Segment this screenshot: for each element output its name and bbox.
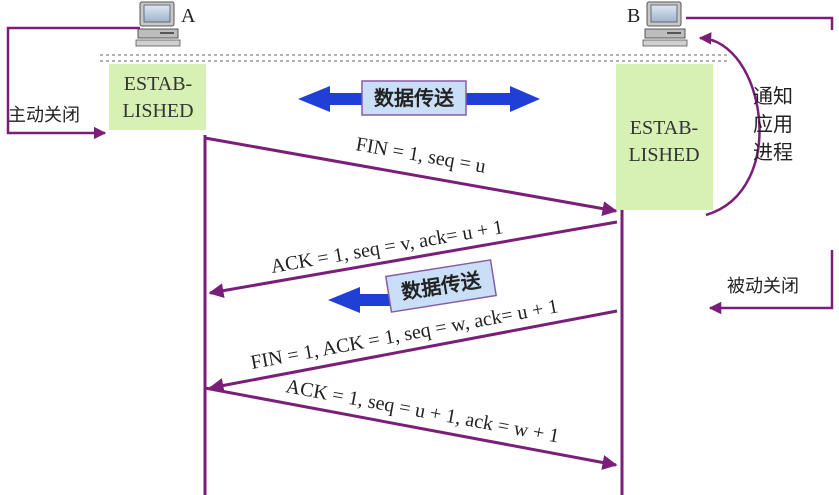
notify-label-line3: 进程 xyxy=(753,141,793,164)
state-b-line2: LISHED xyxy=(628,144,699,166)
data-transfer-top-box xyxy=(361,80,467,116)
notify-label-line2: 应用 xyxy=(753,113,793,136)
segment-ack1-arrow xyxy=(208,220,618,299)
state-a-line1: ESTAB- xyxy=(124,73,192,95)
passive-close-connector xyxy=(708,250,834,315)
notify-label-line1: 通知 xyxy=(753,85,793,108)
notify-application-connector xyxy=(698,32,761,217)
data-transfer-left-arrow xyxy=(328,287,400,313)
state-a-line2: LISHED xyxy=(122,100,193,122)
segment-fin1-label: FIN = 1, seq = u xyxy=(354,133,487,177)
state-box-b xyxy=(616,64,713,210)
computer-icon-b xyxy=(642,1,688,47)
data-transfer-middle-box xyxy=(384,259,498,313)
segment-ack2-arrow xyxy=(204,386,618,470)
active-close-label: 主动关闭 xyxy=(8,105,80,125)
segment-fin2-arrow xyxy=(208,309,618,393)
passive-close-label: 被动关闭 xyxy=(727,276,799,296)
computer-icon-a xyxy=(135,1,181,47)
data-transfer-top-label: 数据传送 xyxy=(374,86,455,110)
host-a-label: A xyxy=(181,5,196,27)
active-close-connector xyxy=(6,26,140,140)
host-b-label: B xyxy=(627,5,640,27)
state-box-a xyxy=(109,64,206,130)
segment-fin1-arrow xyxy=(204,136,618,217)
host-b-connector xyxy=(686,16,834,30)
state-b-line1: ESTAB- xyxy=(630,117,698,139)
